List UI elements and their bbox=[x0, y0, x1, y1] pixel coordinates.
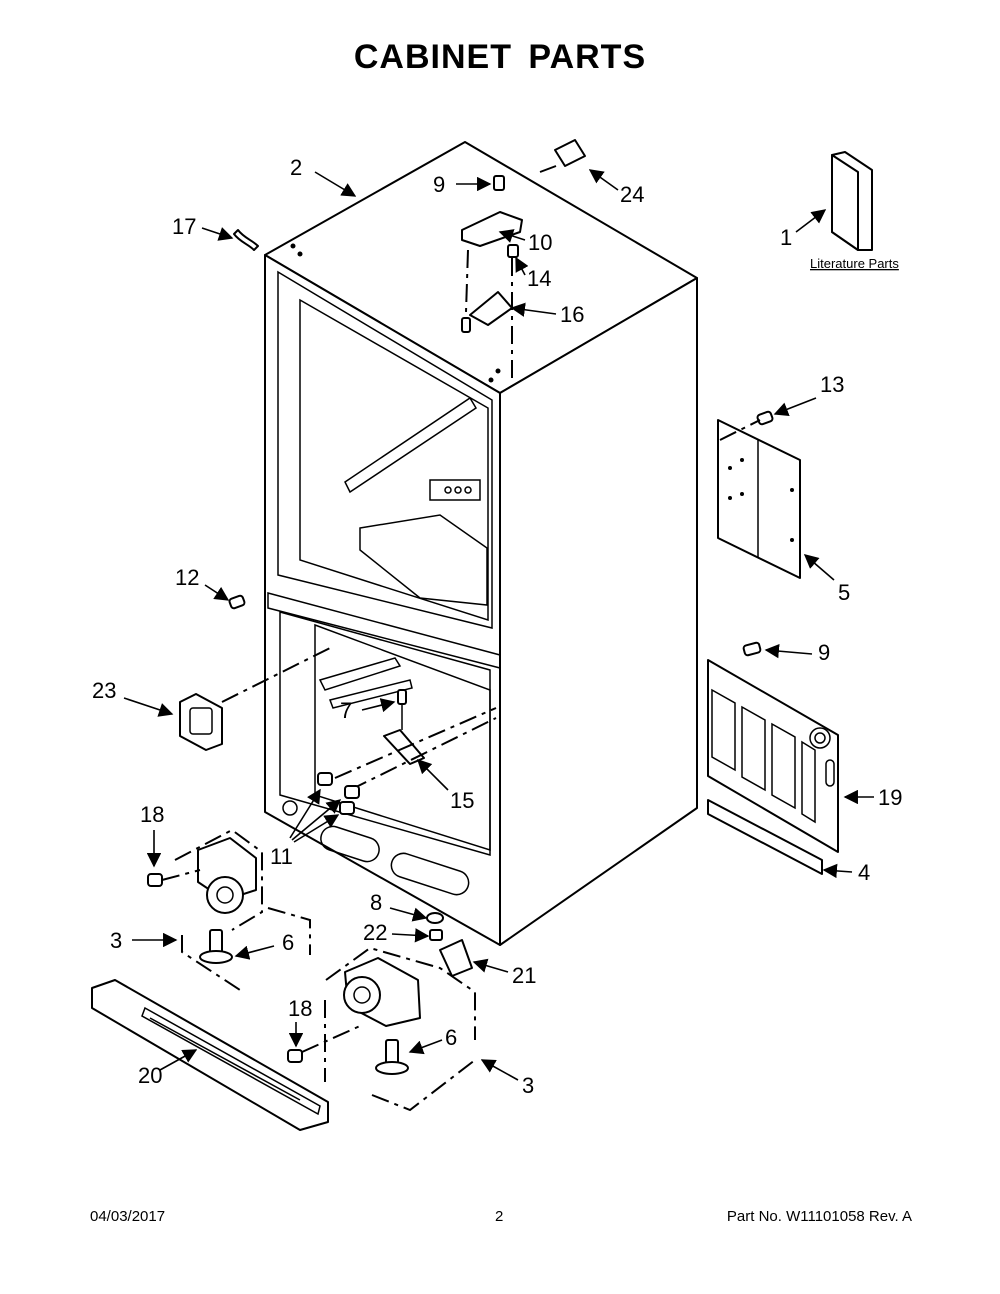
callout-16: 16 bbox=[560, 302, 584, 327]
callout-7: 7 bbox=[340, 698, 352, 723]
callout-6-left: 6 bbox=[282, 930, 294, 955]
callout-12: 12 bbox=[175, 565, 199, 590]
callouts: 2 9 24 17 10 14 16 1 Literature Parts 13… bbox=[92, 155, 902, 1098]
callout-5: 5 bbox=[838, 580, 850, 605]
parts-7-15-11 bbox=[317, 689, 497, 815]
footer-date: 04/03/2017 bbox=[90, 1208, 166, 1225]
right-roller-assembly bbox=[287, 912, 476, 1112]
callout-10: 10 bbox=[528, 230, 552, 255]
back-panel-5 bbox=[717, 410, 801, 579]
part-24-plug bbox=[554, 139, 586, 167]
callout-11: 11 bbox=[270, 844, 293, 869]
part-17-tube bbox=[233, 229, 259, 251]
callout-20: 20 bbox=[138, 1063, 162, 1088]
callout-9-right: 9 bbox=[818, 640, 830, 665]
page-title: CABINET PARTS bbox=[353, 38, 647, 76]
top-hinge-assembly bbox=[461, 175, 523, 378]
callout-8: 8 bbox=[370, 890, 382, 915]
callout-19: 19 bbox=[878, 785, 902, 810]
callout-6-right: 6 bbox=[445, 1025, 457, 1050]
rear-grille-19 bbox=[707, 641, 839, 875]
callout-14: 14 bbox=[527, 266, 551, 291]
callout-22: 22 bbox=[363, 920, 387, 945]
callout-1: 1 bbox=[780, 225, 792, 250]
cabinet-body bbox=[264, 141, 698, 946]
footer-page-number: 2 bbox=[495, 1208, 504, 1225]
screw-12 bbox=[228, 594, 246, 610]
part-23-cover bbox=[179, 647, 331, 751]
callout-9-top: 9 bbox=[433, 172, 445, 197]
callout-3-right: 3 bbox=[522, 1073, 534, 1098]
callout-18-right: 18 bbox=[288, 996, 312, 1021]
callout-13: 13 bbox=[820, 372, 844, 397]
callout-4: 4 bbox=[858, 860, 870, 885]
base-grille-20 bbox=[91, 979, 329, 1131]
callout-18-left: 18 bbox=[140, 802, 164, 827]
callout-17: 17 bbox=[172, 214, 196, 239]
literature-book bbox=[831, 151, 873, 251]
callout-15: 15 bbox=[450, 788, 474, 813]
left-roller-assembly bbox=[147, 828, 311, 991]
callout-24: 24 bbox=[620, 182, 644, 207]
callout-3-left: 3 bbox=[110, 928, 122, 953]
callout-23: 23 bbox=[92, 678, 116, 703]
literature-parts-label: Literature Parts bbox=[810, 256, 899, 271]
strip-4 bbox=[707, 799, 823, 875]
footer-part-number: Part No. W11101058 Rev. A bbox=[726, 1208, 912, 1225]
callout-21: 21 bbox=[512, 963, 536, 988]
callout-2: 2 bbox=[290, 155, 302, 180]
